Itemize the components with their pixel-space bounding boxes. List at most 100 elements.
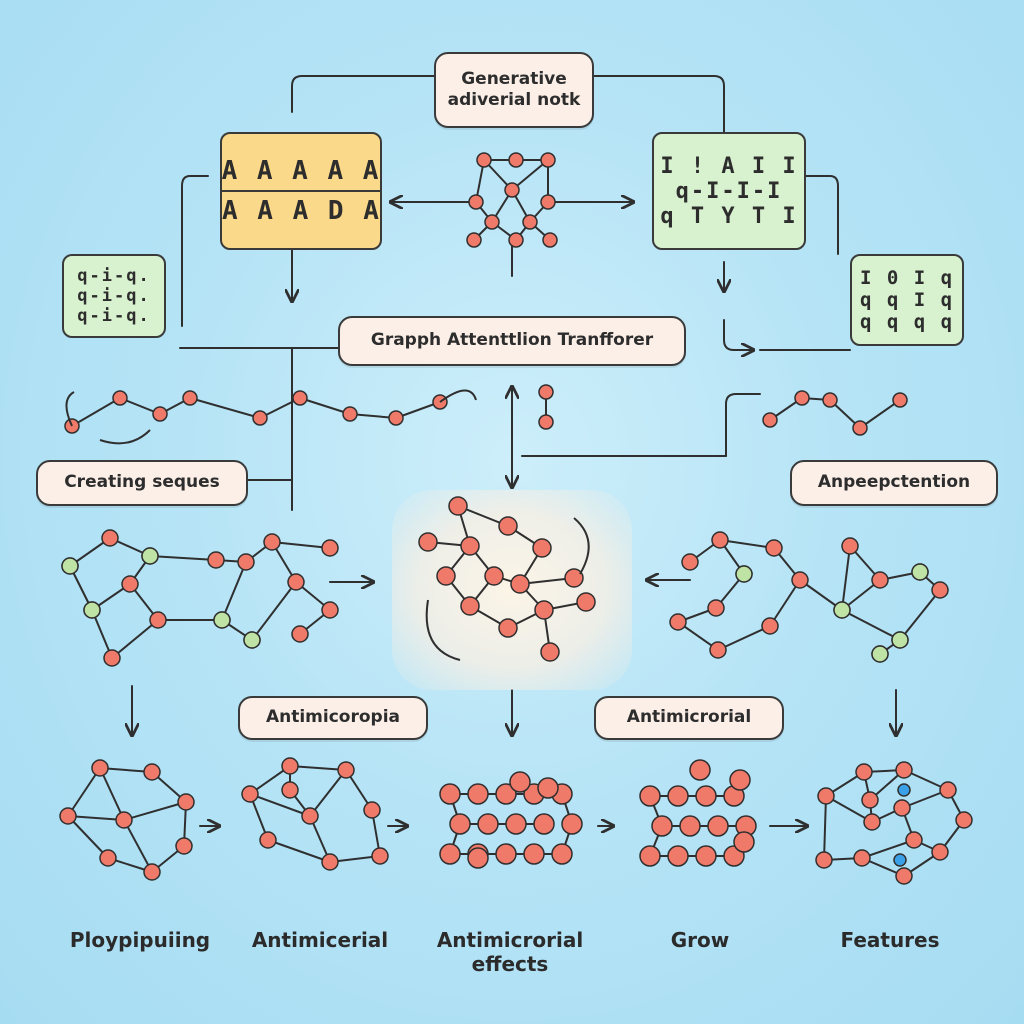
cluster-1-node xyxy=(177,793,195,811)
grid-row: q q I q xyxy=(859,289,955,311)
network-right-node xyxy=(669,613,687,631)
hub-graph-edge xyxy=(511,159,549,191)
cluster-3-node xyxy=(495,843,517,865)
sequence-grid-right-small: I 0 I q q q I q q q q q xyxy=(850,254,964,346)
center-graph-node xyxy=(498,516,518,536)
molecular-graphs xyxy=(59,152,973,885)
caption-antimicerial: Antimicerial xyxy=(251,928,389,952)
hub-graph-node xyxy=(508,152,524,168)
network-left-node xyxy=(287,573,305,591)
cluster-4-node xyxy=(667,845,689,867)
cluster-2-node xyxy=(321,853,339,871)
chain-left-node xyxy=(388,410,404,426)
network-left-node xyxy=(121,575,139,593)
cluster-3-node xyxy=(505,813,527,835)
connector-lines xyxy=(132,75,896,826)
hub-graph-node xyxy=(468,194,484,210)
chain-left-node xyxy=(182,390,198,406)
connector-right-vert xyxy=(805,175,839,255)
chain-right-edge xyxy=(859,399,901,429)
cluster-1-node xyxy=(143,863,161,881)
cluster-1-edge xyxy=(67,815,109,859)
cluster-5-node xyxy=(955,811,973,829)
cluster-4-node xyxy=(689,759,711,781)
cluster-4-node xyxy=(729,769,751,791)
network-right-edge xyxy=(717,625,771,651)
connector-left-vert xyxy=(181,175,209,327)
cluster-3-node xyxy=(449,813,471,835)
hub-graph-node xyxy=(476,152,492,168)
cluster-5-node xyxy=(855,763,873,781)
label-antimicrorial: Antimicrorial xyxy=(594,696,784,740)
network-right-green-node xyxy=(911,563,929,581)
network-left-edge xyxy=(221,561,247,621)
grid-row: I 0 I q xyxy=(859,267,955,289)
cluster-5-node xyxy=(817,787,835,805)
network-left-node xyxy=(103,649,121,667)
cluster-4-node xyxy=(667,785,689,807)
cluster-2-node xyxy=(363,801,381,819)
network-left-green-node xyxy=(83,601,101,619)
cluster-3-node xyxy=(467,847,489,869)
center-graph-node xyxy=(510,574,530,594)
hub-graph-node xyxy=(540,152,556,168)
network-right-node xyxy=(681,553,699,571)
cluster-5-node xyxy=(905,831,923,849)
connector-right-up xyxy=(725,393,761,457)
network-right-edge xyxy=(899,589,941,641)
center-graph-node xyxy=(484,566,504,586)
cluster-5-node xyxy=(895,867,913,885)
chain-right-node xyxy=(538,414,554,430)
cluster-1-node xyxy=(175,837,193,855)
chain-left-node xyxy=(252,410,268,426)
cluster-2-edge xyxy=(289,765,347,771)
network-left-green-node xyxy=(213,611,231,629)
cluster-2-node xyxy=(371,847,389,865)
network-right-edge xyxy=(841,609,901,641)
cluster-5-node xyxy=(861,791,879,809)
cluster-1-edge xyxy=(123,801,187,821)
chain-left-edge xyxy=(71,397,121,427)
network-left-edge xyxy=(149,555,217,561)
cluster-5-edge xyxy=(825,795,873,823)
grid-row: q T Y T I xyxy=(660,203,798,229)
center-graph-node xyxy=(436,566,456,586)
cluster-3-node xyxy=(439,843,461,865)
hub-graph-node xyxy=(522,214,538,230)
cluster-4-node xyxy=(639,785,661,807)
center-graph-node xyxy=(576,592,596,612)
cluster-1-edge xyxy=(123,819,153,873)
center-graph-curve xyxy=(425,517,590,661)
chain-right-node xyxy=(538,384,554,400)
cluster-2-node xyxy=(259,831,277,849)
cluster-4-node xyxy=(639,845,661,867)
cluster-1-node xyxy=(91,759,109,777)
cluster-3-node xyxy=(533,813,555,835)
chain-right-node xyxy=(762,412,778,428)
chain-left-curve xyxy=(65,389,477,445)
network-right-node xyxy=(707,599,725,617)
cluster-3-node xyxy=(561,813,583,835)
hub-graph-node xyxy=(540,194,556,210)
center-graph-node xyxy=(532,538,552,558)
hub-graph-node xyxy=(504,182,520,198)
network-left-edge xyxy=(251,581,297,641)
cluster-2-edge xyxy=(249,793,311,817)
network-left-node xyxy=(237,553,255,571)
cluster-1-node xyxy=(115,811,133,829)
grid-row: I ! A I I xyxy=(660,153,798,179)
network-right-node xyxy=(711,531,729,549)
cluster-5-node xyxy=(939,781,957,799)
center-graph-node xyxy=(564,568,584,588)
label-anpeepctention: Anpeepctention xyxy=(790,460,998,506)
network-right-node xyxy=(765,539,783,557)
cluster-5-node xyxy=(863,813,881,831)
cluster-4-node xyxy=(695,845,717,867)
network-left-green-node xyxy=(243,631,261,649)
caption-grow: Grow xyxy=(670,928,730,952)
grid-row: q-I-I-I xyxy=(675,178,783,204)
cluster-1-node xyxy=(59,807,77,825)
hub-graph-node xyxy=(484,214,500,230)
